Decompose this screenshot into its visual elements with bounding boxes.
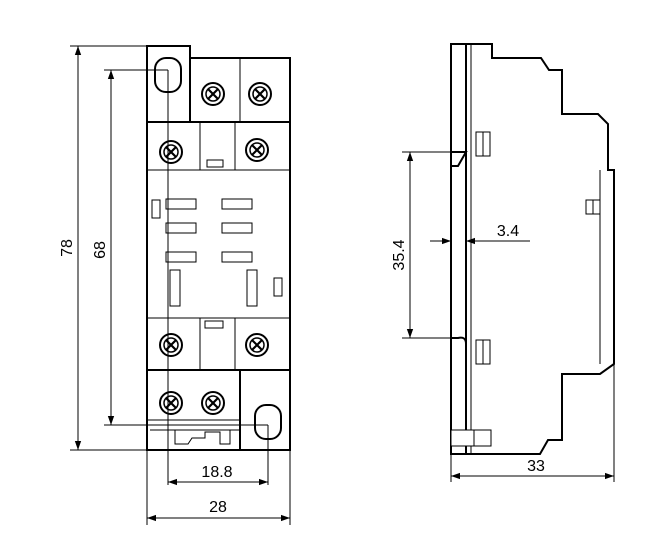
depth-label: 33	[527, 458, 545, 475]
rail-height-label: 35.4	[391, 239, 408, 270]
din-clip	[174, 430, 231, 445]
hole-offset-label: 18.8	[201, 464, 232, 481]
screw-terminal-icon	[158, 139, 184, 165]
screw-terminal-icon	[200, 81, 226, 107]
screw-terminal-icon	[200, 390, 226, 416]
side-profile-outline	[450, 43, 615, 455]
side-clip	[450, 429, 492, 447]
overall-width-label: 28	[209, 499, 227, 516]
rail-offset-label: 3.4	[497, 223, 519, 240]
front-view: 78 68 18.8 28	[59, 45, 291, 525]
screw-terminal-icon	[158, 332, 184, 358]
mount-spacing-label: 68	[92, 241, 109, 259]
relay-pin-slots	[151, 198, 283, 307]
overall-height-label: 78	[59, 239, 76, 257]
screw-terminal-icon	[247, 81, 273, 107]
screw-terminal-icon	[158, 390, 184, 416]
screw-terminal-icon	[244, 137, 270, 163]
side-view: 35.4 3.4 33	[391, 43, 615, 482]
screw-terminal-icon	[244, 332, 270, 358]
